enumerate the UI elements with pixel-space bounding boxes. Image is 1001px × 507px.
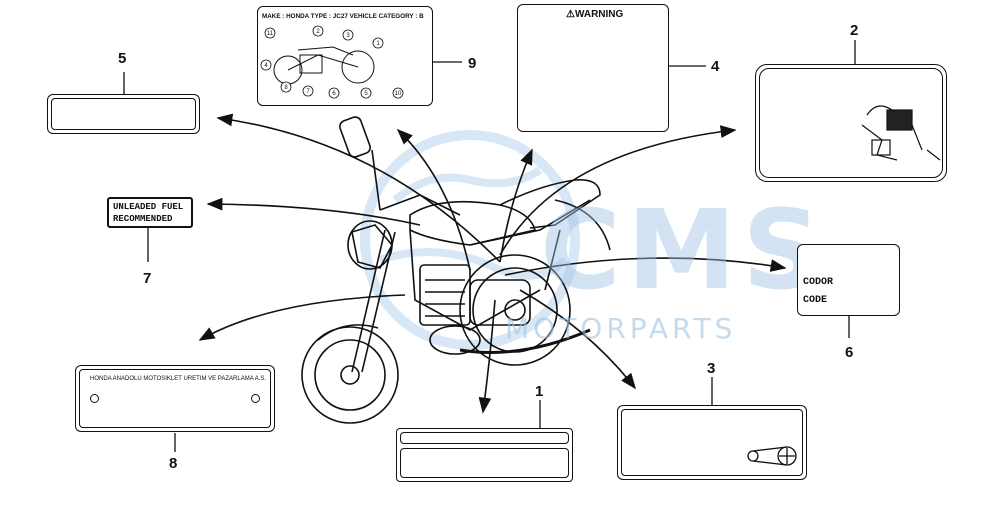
label-9-callout-circle [328,87,340,99]
label-9-number: 9 [468,55,477,72]
label-3-inner-frame [621,409,803,476]
label-9-callout-circle [372,37,384,49]
leader-lines [198,113,787,414]
label-9-layout-sketch: 11 2 3 1 4 8 7 6 5 10 [260,25,404,99]
label-9-callout-text: 2 [316,29,320,35]
label-9-callout-circle [312,25,324,37]
label-9-callout-circle [260,59,272,71]
label-9-callout-circle [302,85,314,97]
label-1-double [396,428,573,482]
label-9-vehicle-id: MAKE : HONDA TYPE : JC27 VEHICLE CATEGOR… [257,6,433,106]
label-9-callout-text: 1 [376,41,380,47]
label-8-hole-left [90,394,99,403]
watermark-text: MOTORPARTS [505,312,737,345]
label-7-line1: UNLEADED FUEL [113,202,184,212]
label-4-warning: ⚠WARNING [517,4,669,132]
label-8-text: HONDA ANADOLU MOTOSIKLET URETIM VE PAZAR… [90,376,267,382]
label-9-heading: MAKE : HONDA TYPE : JC27 VEHICLE CATEGOR… [262,13,424,20]
label-9-callout-circle [392,87,404,99]
label-9-callout-text: 11 [267,31,274,37]
number-stems [123,40,856,452]
label-2-inner-frame [759,68,943,178]
label-7-number: 7 [143,270,152,287]
label-3-number: 3 [707,360,716,377]
label-2-number: 2 [850,22,859,39]
label-3-chain-sketch [747,446,797,466]
label-2-sketch [861,105,941,161]
label-9-callout-text: 6 [332,91,336,97]
label-5-inner-frame [51,98,196,130]
label-9-callout-text: 10 [395,91,402,97]
watermark-brand: CMS [540,186,828,314]
label-8-manufacturer: HONDA ANADOLU MOTOSIKLET URETIM VE PAZAR… [75,365,275,432]
label-8-inner-frame [79,369,271,428]
label-9-callout-text: 7 [306,89,310,95]
label-9-callout-text: 3 [346,33,350,39]
label-3-chain [617,405,807,480]
label-2-wiring [755,64,947,182]
label-1-bottom-panel [400,448,569,478]
label-6-color-code: CODOR CODE [797,244,900,316]
label-4-number: 4 [711,58,720,75]
label-9-callout-text: 8 [284,85,288,91]
label-9-callout-text: 4 [264,63,268,69]
label-1-top-panel [400,432,569,444]
label-9-callout-circle [264,27,276,39]
label-6-number: 6 [845,344,854,361]
label-5-number: 5 [118,50,127,67]
label-8-hole-right [251,394,260,403]
label-7-line2: RECOMMENDED [113,214,173,224]
label-5-blank [47,94,200,134]
label-6-line2: CODE [803,295,828,306]
label-9-callout-circle [342,29,354,41]
label-9-callout-circle [280,81,292,93]
label-8-number: 8 [169,455,178,472]
label-1-number: 1 [535,383,544,400]
label-9-callout-circle [360,87,372,99]
label-9-callout-text: 5 [364,91,368,97]
label-4-heading: ⚠WARNING [566,9,624,20]
motorcycle-illustration [301,116,611,424]
label-7-fuel: UNLEADED FUEL RECOMMENDED [107,197,193,228]
label-6-line1: CODOR [803,277,834,288]
